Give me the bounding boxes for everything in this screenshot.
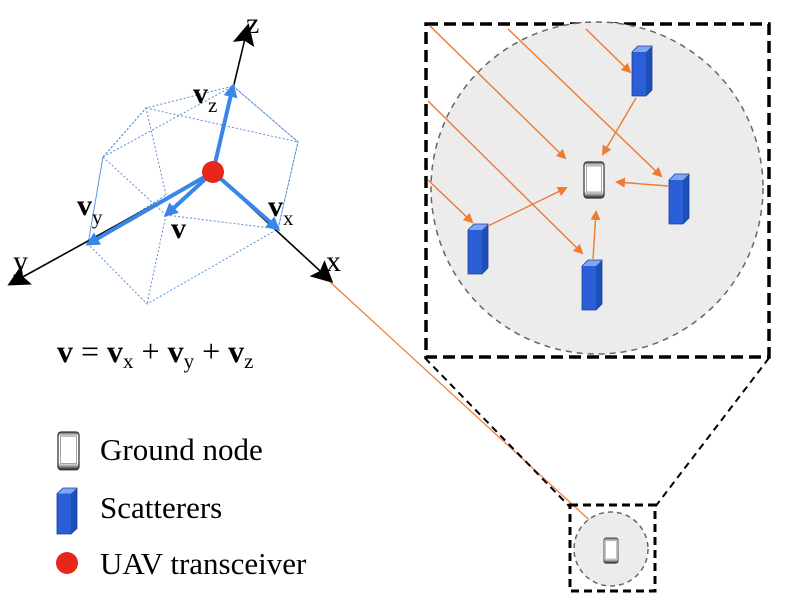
small-ground-node-icon: [603, 537, 619, 564]
vector-vz-label: vz: [193, 77, 217, 117]
zoomed-coverage-zone: [424, 21, 771, 359]
legend-label-ground-node: Ground node: [100, 432, 263, 467]
eq-lhs: v: [57, 333, 73, 369]
vector-vx-sub: x: [283, 206, 294, 230]
eq-term-y-sub: y: [184, 349, 195, 373]
vector-vx: [211, 170, 281, 231]
eq-term-z-base: v: [228, 333, 244, 369]
legend-item-ground-node: Ground node: [57, 431, 263, 471]
eq-term-x-base: v: [107, 333, 123, 369]
phone-icon: [57, 431, 80, 471]
vector-v-label: v: [171, 212, 186, 245]
vector-vy-base: v: [77, 189, 92, 222]
y-axis-label: y: [13, 245, 28, 278]
velocity-equation: v = vx + vy + vz: [57, 333, 253, 373]
vector-vx-label: vx: [268, 190, 294, 230]
x-axis-label: x: [326, 245, 341, 278]
legend-item-scatterers: Scatterers: [56, 487, 222, 535]
scatterer-top: [631, 45, 653, 97]
eq-term-z-sub: z: [244, 349, 253, 373]
eq-plus-1: +: [134, 333, 168, 369]
zoom-line-left: [424, 357, 571, 508]
red-dot-icon: [56, 552, 78, 574]
zoom-line-right: [654, 357, 770, 508]
small-coverage-zone: [568, 503, 657, 593]
block-icon: [56, 487, 78, 535]
velocity-box: [87, 85, 299, 305]
vector-vz-sub: z: [208, 93, 217, 117]
scatterer-left: [467, 223, 489, 275]
legend-label-scatterers: Scatterers: [100, 490, 222, 525]
scatterer-right: [668, 173, 690, 225]
uav-transceiver-dot: [202, 161, 224, 183]
vector-vy: [85, 170, 214, 246]
vector-vy-label: vy: [77, 189, 103, 229]
legend-item-uav: UAV transceiver: [56, 546, 307, 581]
scatterer-bottom: [581, 259, 603, 311]
eq-term-y-base: v: [168, 333, 184, 369]
vector-vx-base: v: [268, 190, 283, 223]
eq-term-x-sub: x: [123, 349, 134, 373]
z-axis-label: z: [246, 7, 259, 40]
eq-equals: =: [73, 333, 107, 369]
vector-vz: [211, 83, 238, 173]
eq-plus-2: +: [194, 333, 228, 369]
ground-node-icon: [583, 161, 605, 199]
legend-label-uav: UAV transceiver: [100, 546, 307, 581]
uav-to-ground-ray: [329, 281, 600, 530]
coordinate-system: z y x vz vy vx v: [7, 7, 341, 305]
vector-vz-base: v: [193, 77, 208, 110]
vector-vy-sub: y: [92, 205, 103, 229]
legend: Ground node Scatterers UAV transceiver: [56, 431, 307, 581]
